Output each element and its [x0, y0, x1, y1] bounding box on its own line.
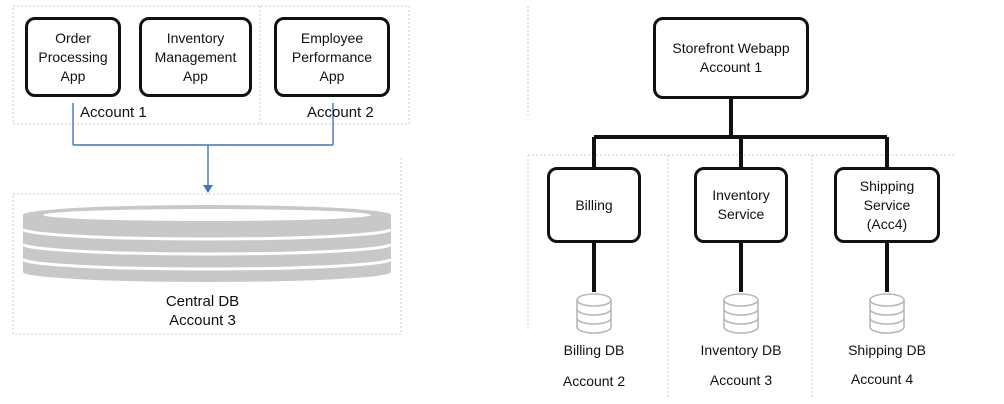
inventory-management-app-box: Inventory Management App — [139, 17, 252, 97]
billing-service-box: Billing — [547, 167, 641, 243]
app-label: Employee Performance App — [291, 29, 373, 84]
billing-account-label: Account 2 — [562, 373, 626, 389]
blue-connectors — [72, 103, 334, 186]
account-region-top — [12, 5, 410, 125]
db-icons — [576, 293, 905, 334]
storefront-account: Account 1 — [699, 59, 763, 75]
inventory-account-label: Account 3 — [709, 372, 773, 388]
order-processing-app-box: Order Processing App — [25, 17, 121, 97]
service-label: Shipping Service (Acc4) — [859, 177, 915, 232]
employee-performance-app-box: Employee Performance App — [274, 17, 390, 97]
storefront-name: Storefront Webapp — [672, 40, 790, 56]
tree-connectors — [592, 99, 889, 292]
shipping-account-label: Account 4 — [850, 371, 914, 387]
inventory-db-label: Inventory DB — [700, 342, 782, 358]
shipping-db-label: Shipping DB — [848, 342, 926, 358]
account-2-label: Account 2 — [307, 104, 374, 121]
shipping-db-icon — [869, 293, 905, 334]
shipping-service-box: Shipping Service (Acc4) — [834, 167, 940, 243]
billing-db-label: Billing DB — [563, 342, 625, 358]
central-db-icon — [21, 205, 393, 282]
inventory-service-box: Inventory Service — [694, 167, 788, 243]
service-label: Inventory Service — [712, 187, 770, 222]
app-label: Inventory Management App — [154, 29, 237, 84]
service-label: Billing — [575, 196, 613, 213]
account-regions-left — [12, 5, 410, 335]
inventory-db-icon — [723, 293, 759, 334]
account-1-label: Account 1 — [80, 104, 147, 121]
central-db-name: Central DB — [165, 293, 240, 310]
billing-db-icon — [576, 293, 612, 334]
app-label: Order Processing App — [38, 29, 108, 84]
storefront-webapp-box: Storefront Webapp Account 1 — [653, 17, 809, 99]
arrow-head — [203, 185, 213, 193]
account-region-db — [12, 193, 402, 335]
central-db-account: Account 3 — [169, 312, 236, 329]
